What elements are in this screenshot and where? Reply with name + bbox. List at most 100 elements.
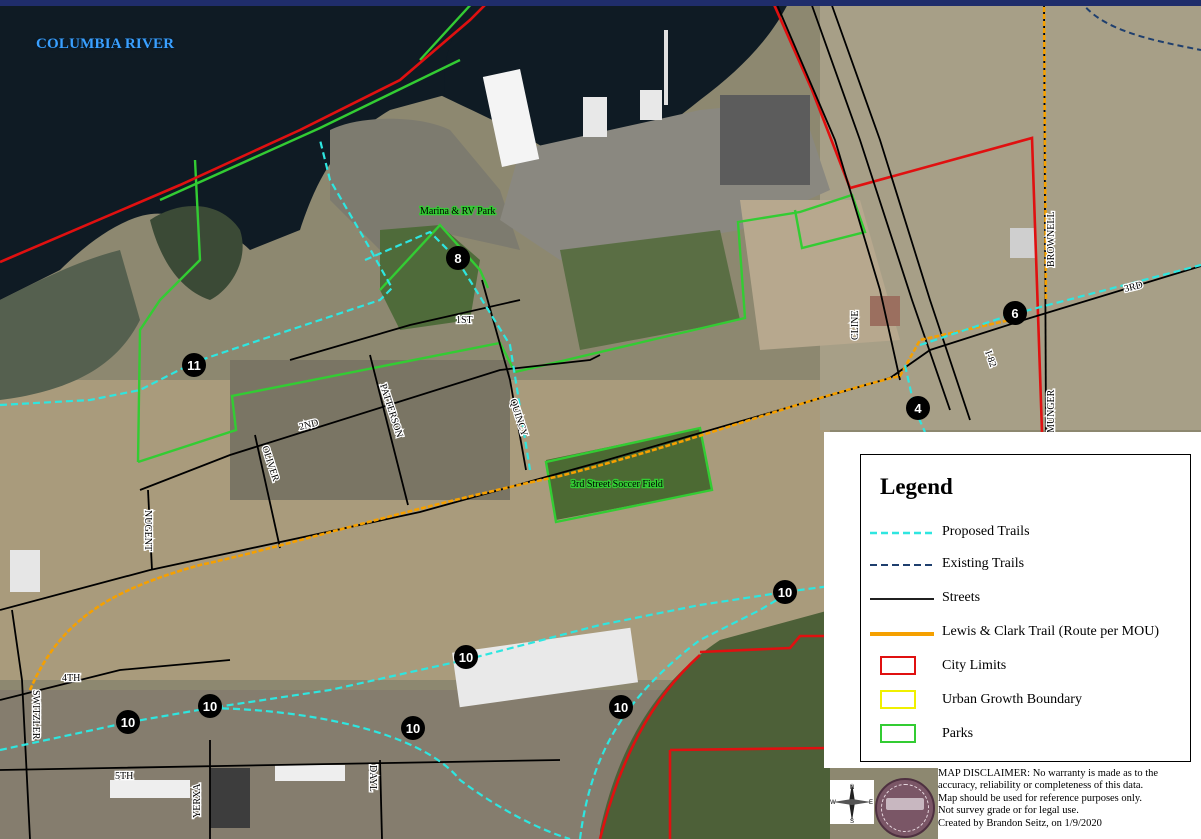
street-switzler [11, 609, 31, 839]
street-dayl [379, 759, 383, 839]
dock-4 [664, 30, 668, 105]
existing-trail-ne [1079, 0, 1201, 51]
parks-symbol [866, 724, 936, 744]
legend-item-parks: Parks [866, 722, 973, 746]
legend-panel: Legend Proposed Trails Existing Trails S… [824, 432, 1201, 768]
marker-6[interactable]: 6 [1003, 301, 1027, 325]
seal-banner [886, 798, 924, 810]
street-cline [774, 0, 901, 381]
label-brownell: BROWNELL [1046, 211, 1057, 267]
marker-10-c[interactable]: 10 [609, 695, 633, 719]
city-seal-icon [875, 778, 935, 838]
residential-area [230, 360, 510, 500]
disclaimer-line: Map should be used for reference purpose… [938, 792, 1143, 804]
label-switzler: SWITZLER [30, 690, 41, 740]
svg-text:10: 10 [614, 700, 628, 715]
legend-item-streets: Streets [866, 586, 980, 610]
substation [1010, 228, 1036, 258]
street-4th [0, 659, 231, 701]
street-oliver [254, 434, 281, 549]
svg-text:10: 10 [121, 715, 135, 730]
svg-text:6: 6 [1011, 306, 1018, 321]
disclaimer-line: accuracy, reliability or completeness of… [938, 780, 1144, 792]
marker-8[interactable]: 8 [446, 246, 470, 270]
marina-lot [330, 118, 520, 250]
marker-10-f[interactable]: 10 [401, 716, 425, 740]
urban-growth-swatch [880, 690, 916, 709]
street-symbol [866, 588, 936, 608]
street-5th [0, 759, 561, 771]
compass-e: E [869, 800, 873, 806]
proposed-trail-east [578, 594, 786, 839]
compass-s: S [850, 819, 854, 824]
marker-10-b[interactable]: 10 [454, 645, 478, 669]
river-inlet [0, 0, 480, 300]
legend-item-existing-trails: Existing Trails [866, 552, 1024, 576]
city-limit-north [0, 0, 491, 264]
park-boundary-shore [159, 58, 461, 202]
columbia-river-label: COLUMBIA RIVER [36, 36, 175, 52]
lewis-clark-trail [28, 0, 1048, 691]
city-limit-south-a [699, 634, 830, 654]
dock-3 [640, 90, 662, 120]
marker-10-e[interactable]: 10 [116, 710, 140, 734]
map-disclaimer: MAP DISCLAIMER: No warranty is made as t… [938, 768, 1201, 839]
proposed-trail-spur [199, 706, 571, 839]
legend-item-urban-growth: Urban Growth Boundary [866, 688, 1082, 712]
park-boundary-west [136, 159, 202, 463]
park-boundary-north [419, 0, 476, 61]
building-a [110, 780, 190, 798]
legend-label: City Limits [942, 658, 1007, 673]
compass-w: W [830, 800, 836, 806]
legend-item-proposed-trails: Proposed Trails [866, 520, 1030, 544]
seal-ring [881, 784, 929, 832]
soccer-field-turf [546, 428, 712, 520]
svg-text:4: 4 [914, 401, 922, 416]
disclaimer-line: MAP DISCLAIMER: No warranty is made as t… [938, 768, 1159, 779]
open-lot [740, 200, 900, 350]
label-cline: CLINE [850, 311, 861, 340]
building-c [210, 768, 250, 828]
building-b [275, 765, 345, 781]
label-munger: MUNGER [1046, 389, 1057, 433]
park-boundary-main [137, 193, 867, 464]
legend-label: Proposed Trails [942, 524, 1030, 539]
city-limits-symbol [866, 656, 936, 676]
legend-frame [860, 454, 1191, 762]
legend-item-lewis-clark: Lewis & Clark Trail (Route per MOU) [866, 620, 1159, 644]
interstate-a [809, 0, 951, 411]
compass-n: N [850, 785, 854, 791]
lewis-clark-symbol [866, 622, 936, 642]
street-2nd [139, 354, 601, 491]
city-limits-swatch [880, 656, 916, 675]
label-dayl: DAYL [367, 765, 378, 792]
label-nugent: NUGENT [142, 510, 153, 551]
building-d [10, 550, 40, 592]
svg-text:11: 11 [187, 358, 201, 373]
proposed-trail-symbol [866, 522, 936, 542]
parks-layer [136, 0, 867, 524]
label-5th: 5TH [115, 771, 133, 782]
city-limit-south-c [668, 746, 831, 839]
disclaimer-line: Not survey grade or for legal use. [938, 805, 1079, 817]
legend-label: Urban Growth Boundary [942, 692, 1082, 707]
marker-10-d[interactable]: 10 [198, 694, 222, 718]
existing-trail-symbol [866, 554, 936, 574]
marker-4[interactable]: 4 [906, 396, 930, 420]
legend-item-city-limits: City Limits [866, 654, 1006, 678]
marker-11[interactable]: 11 [182, 353, 206, 377]
street-patterson [369, 354, 409, 506]
city-limit-south-b [598, 654, 701, 839]
legend-label: Streets [942, 590, 981, 605]
legend-label: Existing Trails [942, 556, 1025, 571]
svg-text:10: 10 [406, 721, 420, 736]
interstate-b [829, 0, 971, 421]
svg-text:10: 10 [203, 699, 217, 714]
proposed-trail-west [0, 139, 394, 407]
orchard [600, 610, 830, 839]
street-quincy [481, 279, 527, 471]
proposed-trail-quincy [364, 230, 532, 471]
paved-lot [720, 95, 810, 185]
marker-10-a[interactable]: 10 [773, 580, 797, 604]
